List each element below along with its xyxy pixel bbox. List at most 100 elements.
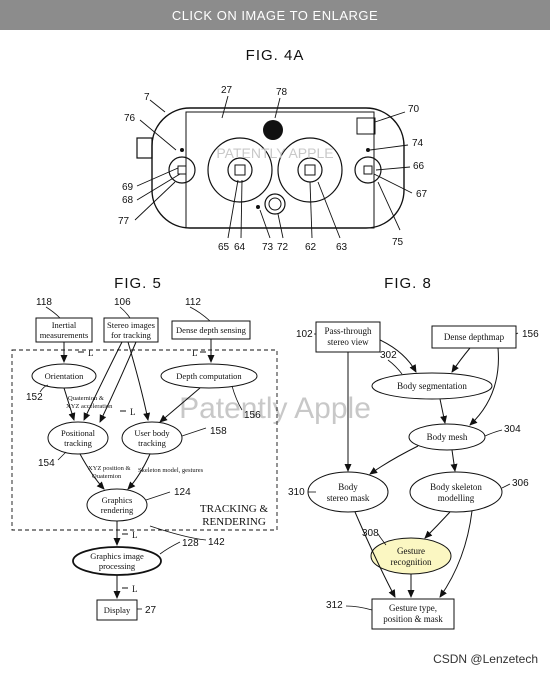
graphics-image-processing-label-1: Graphics image	[90, 551, 144, 561]
fig-5-ref-152: 152	[26, 392, 43, 403]
fig-4a-ref-76: 76	[124, 113, 136, 124]
fig-5-ref-154: 154	[38, 458, 55, 469]
fig-5-ref-128: 128	[182, 538, 199, 549]
inertial-measurements-label-2: measurements	[40, 330, 89, 340]
fig-5-ref-124: 124	[174, 487, 191, 498]
gesture-recognition-node	[370, 537, 452, 575]
fig-5: FIG. 5 Patently Apple TRACKING & RENDERI…	[11, 275, 371, 621]
fig-8-ref-310: 310	[288, 487, 305, 498]
footer-credit: CSDN @Lenzetech	[433, 652, 538, 666]
right-side-sensor-chip	[363, 165, 373, 175]
fig-4a-ref-69: 69	[122, 182, 134, 193]
fig-4a-ref-62: 62	[305, 242, 317, 253]
sensor-square	[356, 117, 376, 135]
patent-drawings: FIG. 4A PATENTLY APPLE	[11, 47, 539, 630]
fig-4a-ref-7: 7	[144, 92, 150, 103]
pass-through-stereo-view-box	[315, 321, 381, 353]
depth-computation-node	[160, 363, 258, 389]
right-stereo-sensor	[304, 164, 316, 176]
tracking-rendering-region	[11, 349, 278, 531]
enlarge-banner[interactable]: CLICK ON IMAGE TO ENLARGE	[0, 0, 550, 30]
fig-4a-leaders	[134, 95, 413, 239]
stereo-images-box	[103, 317, 159, 343]
fig-8-ref-312: 312	[326, 600, 343, 611]
user-body-tracking-label-2: tracking	[138, 438, 167, 448]
fig-4a-ref-77: 77	[118, 216, 130, 227]
bottom-lens-outer	[264, 193, 286, 215]
tracking-rendering-label-line1: TRACKING &	[200, 503, 269, 515]
tracking-rendering-label-line2: RENDERING	[202, 516, 266, 528]
edge-label-l-3: L	[130, 407, 136, 417]
fig-4a-ref-68: 68	[122, 195, 134, 206]
fig-8-title: FIG. 8	[384, 275, 432, 292]
edge-label-quaternion: Quaternion &	[68, 395, 104, 402]
fig-5-title: FIG. 5	[114, 275, 162, 292]
fig-4a: FIG. 4A PATENTLY APPLE	[118, 47, 428, 253]
fig-5-ref-27: 27	[145, 605, 157, 616]
fig-4a-ref-63: 63	[336, 242, 348, 253]
body-segmentation-node	[371, 372, 493, 400]
gesture-output-label-2: position & mask	[383, 614, 443, 624]
fig-4a-ref-27: 27	[221, 85, 233, 96]
fig-8-ref-156: 156	[522, 329, 539, 340]
fig-4a-ref-75: 75	[392, 237, 404, 248]
fig-4a-title: FIG. 4A	[246, 47, 305, 64]
edge-label-skeleton-model: Skeleton model, gestures	[138, 467, 204, 474]
body-mesh-label: Body mesh	[427, 432, 468, 442]
fig-5-ref-158: 158	[210, 426, 227, 437]
body-skeleton-label-1: Body skeleton	[430, 482, 482, 492]
graphics-image-processing-label-2: processing	[99, 561, 136, 571]
body-skeleton-modelling-node	[409, 471, 503, 513]
fig-5-ref-142: 142	[208, 537, 225, 548]
body-stereo-mask-label-1: Body	[338, 482, 358, 492]
fig-8-ref-102: 102	[296, 329, 313, 340]
graphics-rendering-label-1: Graphics	[102, 495, 133, 505]
top-camera	[263, 120, 283, 140]
fig-8-ref-308: 308	[362, 528, 379, 539]
fig-8-ref-304: 304	[504, 424, 521, 435]
gesture-recognition-label-1: Gesture	[397, 546, 425, 556]
user-body-tracking-node	[121, 421, 183, 455]
left-stereo-camera-inner	[227, 157, 253, 183]
fig-8-ref-302: 302	[380, 350, 397, 361]
left-side-sensor-chip	[177, 165, 187, 175]
fig-4a-ref-70: 70	[408, 104, 420, 115]
left-small-dot	[180, 148, 184, 152]
positional-tracking-node	[47, 421, 109, 455]
left-stereo-camera-outer	[207, 137, 273, 203]
body-stereo-mask-node	[307, 471, 389, 513]
fig-4a-ref-67: 67	[416, 189, 428, 200]
edge-label-l-4: L	[132, 530, 138, 540]
fig-5-ref-leaders	[39, 306, 243, 610]
stereo-images-label-2: for tracking	[111, 330, 152, 340]
fig-5-watermark: Patently Apple	[179, 392, 371, 425]
left-side-sensor	[168, 156, 196, 184]
user-body-tracking-label-1: User body	[134, 428, 170, 438]
inertial-measurements-label-1: Inertial	[52, 320, 77, 330]
body-segmentation-label: Body segmentation	[397, 381, 467, 391]
edge-label-l-1: L	[88, 348, 94, 358]
positional-tracking-label-1: Positional	[61, 428, 96, 438]
fig-8-edges	[344, 339, 499, 598]
fig-4a-watermark: PATENTLY APPLE	[216, 145, 333, 161]
fig-8-ref-leaders	[308, 332, 519, 611]
fig-4a-ref-72: 72	[277, 242, 289, 253]
display-label: Display	[104, 605, 131, 615]
edge-label-l-2: L	[192, 348, 198, 358]
edge-label-xyz-acceleration: XYZ acceleration	[66, 403, 113, 410]
right-stereo-camera-inner	[297, 157, 323, 183]
right-stereo-camera-outer	[277, 137, 343, 203]
fig-4a-ref-64: 64	[234, 242, 246, 253]
depth-computation-label: Depth computation	[176, 371, 242, 381]
fig-4a-ref-73: 73	[262, 242, 274, 253]
gesture-output-box	[371, 598, 455, 630]
graphics-rendering-label-2: rendering	[101, 505, 134, 515]
edge-label-l-5: L	[132, 584, 138, 594]
left-stereo-sensor	[234, 164, 246, 176]
fig-4a-ref-66: 66	[413, 161, 425, 172]
dense-depthmap-box	[431, 325, 517, 349]
bottom-dot	[256, 205, 260, 209]
body-stereo-mask-label-2: stereo mask	[327, 493, 370, 503]
fig-8: FIG. 8 Pass-through stereo view Dense de…	[288, 275, 539, 630]
fig-5-ref-106: 106	[114, 297, 131, 308]
